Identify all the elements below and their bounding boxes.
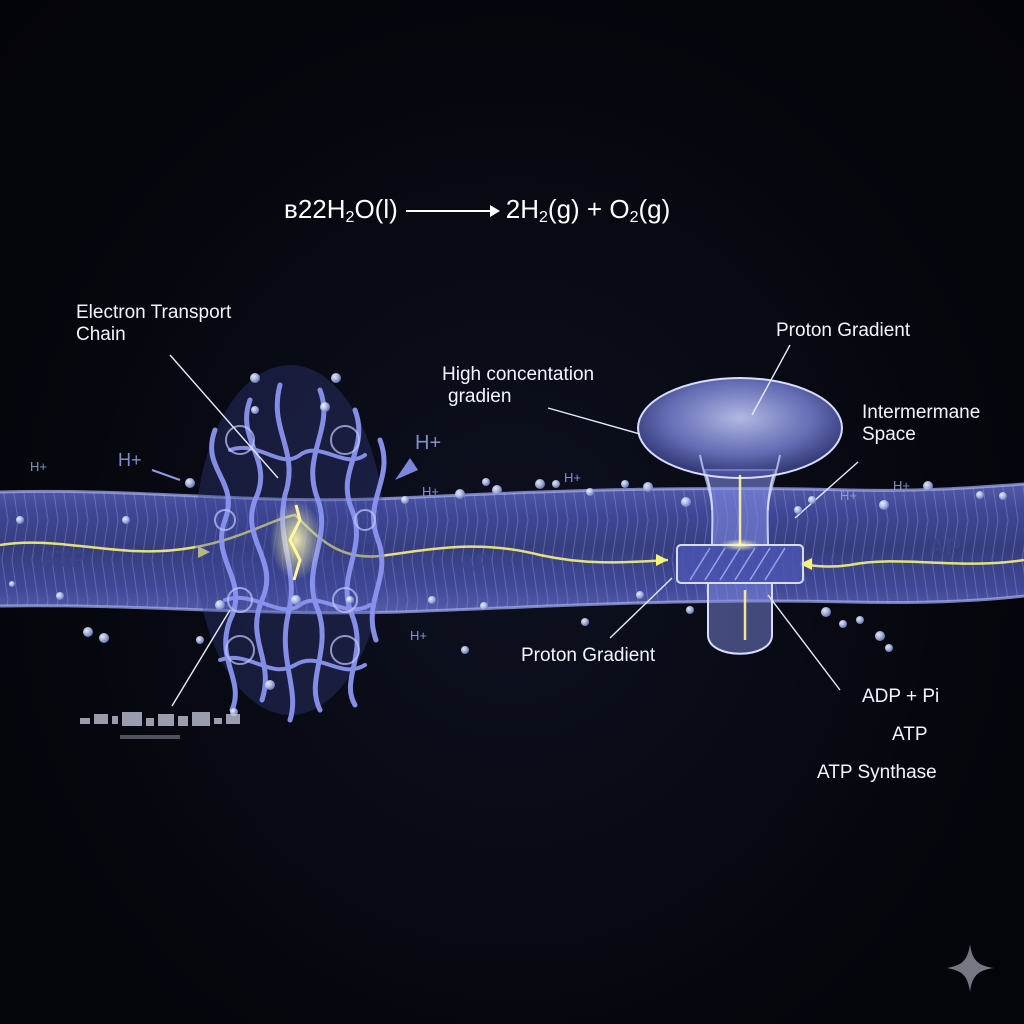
equation-reactant: 2H2O(l)	[312, 194, 398, 226]
blurred-text-fragment	[80, 712, 240, 739]
chemical-equation: в22H2O(l)2H2(g) + O2(g)	[284, 194, 670, 227]
label-atp: ATP	[892, 724, 928, 745]
atp-synthase-protein	[637, 377, 843, 655]
h-plus-dash	[151, 469, 181, 481]
flow-arrow-head-left	[198, 546, 210, 558]
product2-rest: (g)	[638, 194, 671, 224]
product2-sub: 2	[629, 209, 639, 226]
membrane-inner-edge	[0, 594, 1024, 615]
etc-coils	[214, 425, 376, 665]
membrane-outer-edge	[0, 482, 1024, 502]
proton-particles	[9, 373, 1007, 716]
label-atp-synthase: ATP Synthase	[817, 762, 937, 783]
membrane-text-right: AP	[928, 534, 962, 561]
label-intermembrane-space: Intermermane Space	[862, 402, 980, 446]
etc-label-line2: Chain	[76, 323, 126, 345]
equation-prefix: в2	[284, 194, 313, 224]
h-plus-ion: H+	[422, 484, 439, 499]
atp-synthase-head	[637, 377, 843, 479]
reaction-arrow	[405, 205, 500, 218]
sparkle-icon	[946, 944, 994, 992]
h-plus-ion: H+	[118, 450, 142, 470]
h-plus-arrow	[395, 458, 418, 480]
membrane-text-left: ATP	[40, 546, 87, 573]
reactant-coef: 2H	[312, 194, 346, 224]
etc-core-glow	[270, 500, 322, 580]
reactant-rest: O(l)	[354, 194, 398, 224]
equation-products: 2H2(g) + O2(g)	[505, 194, 671, 226]
h-plus-ion: H+	[564, 470, 581, 485]
atp-synthase-stalk	[707, 582, 773, 655]
reactant-sub: 2	[345, 209, 355, 226]
high-conc-line1: High concentation	[442, 364, 595, 385]
label-electron-transport-chain: Electron Transport Chain	[76, 302, 231, 346]
label-proton-gradient-bottom: Proton Gradient	[521, 645, 656, 666]
membrane-text-middle: AP	[458, 550, 492, 577]
flow-arrow-head	[656, 554, 668, 566]
intermembrane-line2: Space	[862, 423, 916, 445]
product1-rest: (g) + O	[547, 194, 630, 224]
product1-coef: 2H	[505, 194, 540, 224]
electron-flow-path	[0, 513, 669, 564]
h-plus-ion: H+	[415, 432, 442, 454]
high-conc-line2: gradien	[448, 385, 512, 407]
h-plus-ion: H+	[410, 628, 427, 643]
h-plus-ion: H+	[30, 459, 47, 474]
h-plus-ion: H+	[893, 478, 910, 493]
leader-lines	[169, 344, 859, 707]
h-plus-ion: H+	[840, 488, 857, 503]
label-proton-gradient-top: Proton Gradient	[776, 320, 911, 341]
label-adp-pi: ADP + Pi	[862, 686, 940, 707]
electron-flow-path-right	[799, 558, 1024, 568]
product1-sub: 2	[539, 209, 548, 226]
intermembrane-line1: Intermermane	[862, 402, 981, 423]
etc-electron-spark	[288, 504, 302, 581]
label-high-concentration: High concentation gradien	[442, 364, 594, 408]
flow-arrow-head-right	[800, 558, 812, 570]
etc-label-line1: Electron Transport	[76, 302, 232, 323]
